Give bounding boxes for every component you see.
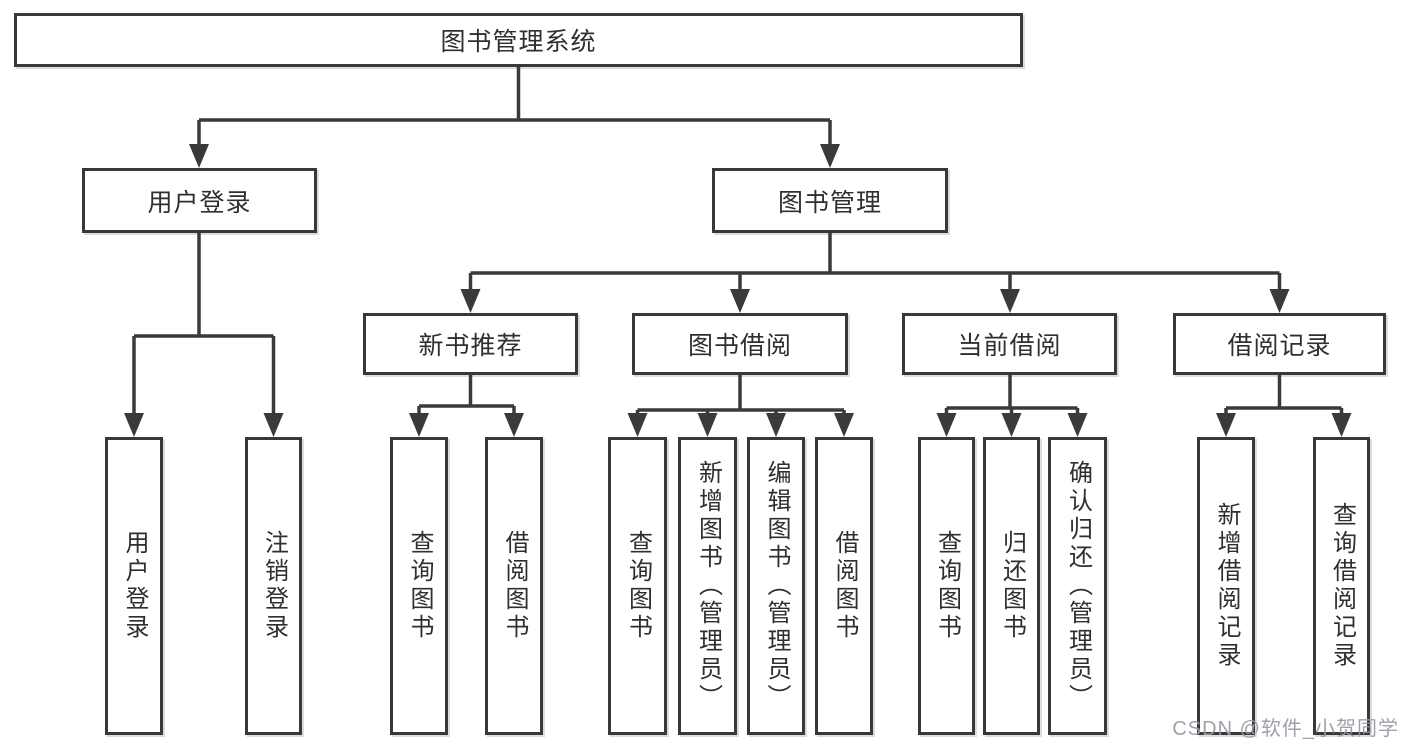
arrow-icon bbox=[820, 144, 840, 168]
arrow-icon bbox=[1216, 413, 1236, 437]
leaf-cb-confirm-return-admin: 确认归还（管理员） bbox=[1048, 437, 1107, 735]
node-user-login: 用户登录 bbox=[82, 168, 317, 233]
arrow-icon bbox=[1269, 289, 1290, 313]
leaf-cb-return-books: 归还图书 bbox=[983, 437, 1040, 735]
leaf-br-query-record: 查询借阅记录 bbox=[1313, 437, 1370, 735]
leaf-user-login: 用户登录 bbox=[105, 437, 163, 735]
arrow-icon bbox=[936, 413, 957, 437]
node-book-management: 图书管理 bbox=[712, 168, 948, 233]
arrow-icon bbox=[409, 413, 429, 437]
arrow-icon bbox=[1067, 413, 1088, 437]
arrow-icon bbox=[1331, 413, 1352, 437]
csdn-watermark: CSDN @软件_小贺同学 bbox=[1172, 718, 1399, 740]
arrow-icon bbox=[766, 413, 786, 437]
arrow-icon bbox=[124, 413, 144, 437]
arrow-icon bbox=[834, 413, 854, 437]
leaf-bb-borrow-books: 借阅图书 bbox=[815, 437, 873, 735]
leaf-bb-query-books: 查询图书 bbox=[608, 437, 667, 735]
leaf-logout: 注销登录 bbox=[245, 437, 302, 735]
node-library-management-system: 图书管理系统 bbox=[14, 13, 1023, 67]
node-borrow-records: 借阅记录 bbox=[1173, 313, 1386, 375]
node-new-book-recommend: 新书推荐 bbox=[363, 313, 578, 375]
leaf-nb-borrow-books: 借阅图书 bbox=[485, 437, 543, 735]
node-book-borrow: 图书借阅 bbox=[632, 313, 848, 375]
arrow-icon bbox=[263, 413, 284, 437]
arrow-icon bbox=[627, 413, 648, 437]
arrow-icon bbox=[189, 144, 209, 168]
arrow-icon bbox=[730, 289, 750, 313]
node-current-borrow: 当前借阅 bbox=[902, 313, 1117, 375]
leaf-bb-add-books-admin: 新增图书（管理员） bbox=[678, 437, 737, 735]
leaf-bb-edit-books-admin: 编辑图书（管理员） bbox=[747, 437, 805, 735]
leaf-cb-query-books: 查询图书 bbox=[918, 437, 975, 735]
leaf-nb-query-books: 查询图书 bbox=[390, 437, 448, 735]
leaf-br-add-record: 新增借阅记录 bbox=[1197, 437, 1255, 735]
arrow-icon bbox=[460, 289, 481, 313]
arrow-icon bbox=[697, 413, 718, 437]
arrow-icon bbox=[1000, 289, 1020, 313]
arrow-icon bbox=[1001, 413, 1022, 437]
arrow-icon bbox=[504, 413, 524, 437]
